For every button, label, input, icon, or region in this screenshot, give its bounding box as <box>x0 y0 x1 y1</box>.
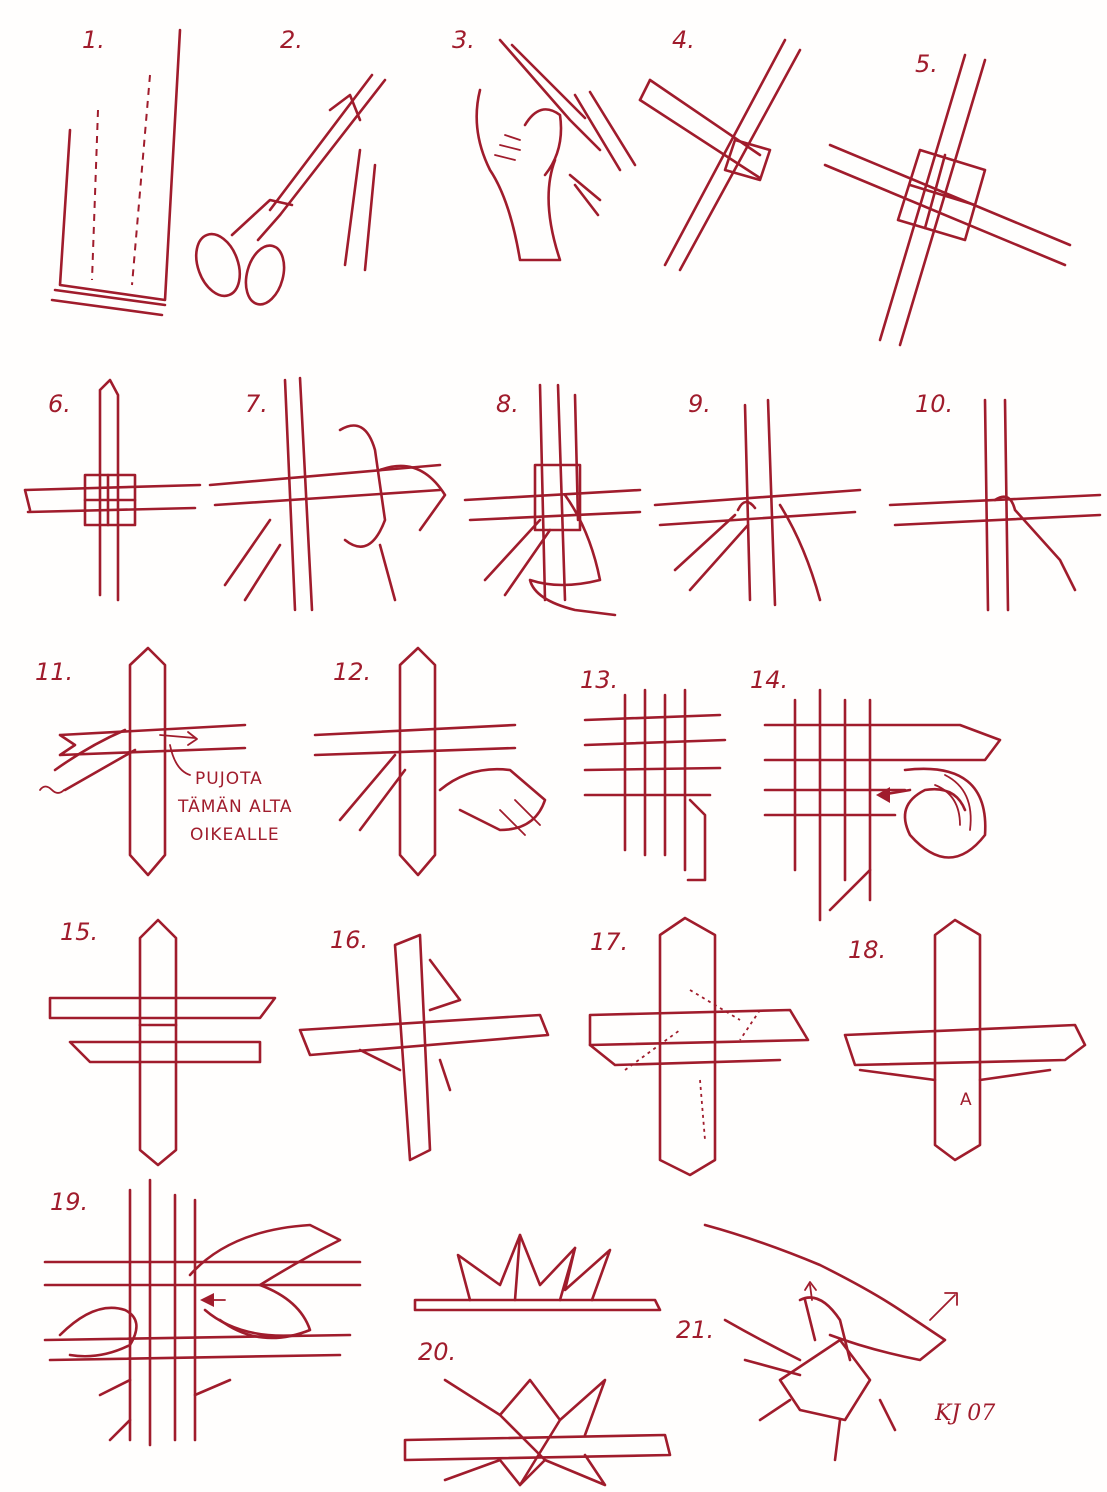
step-6-drawing: 6. <box>25 380 200 600</box>
step-9-drawing: 9. <box>655 390 860 605</box>
step-20-number: 20. <box>418 1338 456 1366</box>
step-6-number: 6. <box>48 390 71 418</box>
step-17-number: 17. <box>590 928 628 956</box>
step-1-number: 1. <box>82 26 105 54</box>
step-12-drawing: 12. <box>315 648 545 875</box>
step-19-number: 19. <box>50 1188 88 1216</box>
step-4-drawing: 4. <box>640 26 800 270</box>
step-14-number: 14. <box>750 666 788 694</box>
step-18-drawing: 18. A <box>845 920 1085 1160</box>
step-8-drawing: 8. <box>465 385 640 615</box>
step-15-drawing: 15. <box>50 918 275 1165</box>
step-3-number: 3. <box>452 26 475 54</box>
step-10-number: 10. <box>915 390 953 418</box>
step-1-drawing: 1. <box>52 26 180 315</box>
step-2-number: 2. <box>280 26 303 54</box>
step-16-number: 16. <box>330 926 368 954</box>
callout-line-1: PUJOTA <box>195 769 263 789</box>
step-16-drawing: 16. <box>300 926 548 1160</box>
callout-line-3: OIKEALLE <box>190 825 280 845</box>
step-4-number: 4. <box>672 26 695 54</box>
step-21-number: 21. <box>676 1316 714 1344</box>
step-9-number: 9. <box>688 390 711 418</box>
step-20-drawing: 20. <box>405 1338 670 1485</box>
step-8-number: 8. <box>496 390 519 418</box>
step-15-number: 15. <box>60 918 98 946</box>
signature-text: KJ 07 <box>934 1401 995 1426</box>
step-12-number: 12. <box>333 658 371 686</box>
step-7-number: 7. <box>245 390 268 418</box>
strip-label-a: A <box>960 1090 973 1110</box>
step-7-drawing: 7. <box>210 378 445 610</box>
step-11-number: 11. <box>35 658 73 686</box>
callout-line-2: TÄMÄN ALTA <box>177 796 293 817</box>
step-21-drawing: 21. <box>676 1225 957 1460</box>
step-11-callout: PUJOTA TÄMÄN ALTA OIKEALLE <box>177 769 293 845</box>
step-5-number: 5. <box>915 50 938 78</box>
step-13-drawing: 13. <box>580 666 725 880</box>
step-17-drawing: 17. <box>590 918 808 1175</box>
step-13-number: 13. <box>580 666 618 694</box>
artist-signature: KJ 07 <box>934 1401 995 1426</box>
step-2-drawing: 2. <box>188 26 385 309</box>
step-5-drawing: 5. <box>825 50 1070 345</box>
step-10-drawing: 10. <box>890 390 1100 610</box>
step-19-drawing: 19. <box>45 1180 360 1445</box>
step-18-number: 18. <box>848 936 886 964</box>
step-20-upper-drawing <box>415 1235 660 1310</box>
step-3-drawing: 3. <box>452 26 635 260</box>
step-14-drawing: 14. <box>750 666 1000 920</box>
